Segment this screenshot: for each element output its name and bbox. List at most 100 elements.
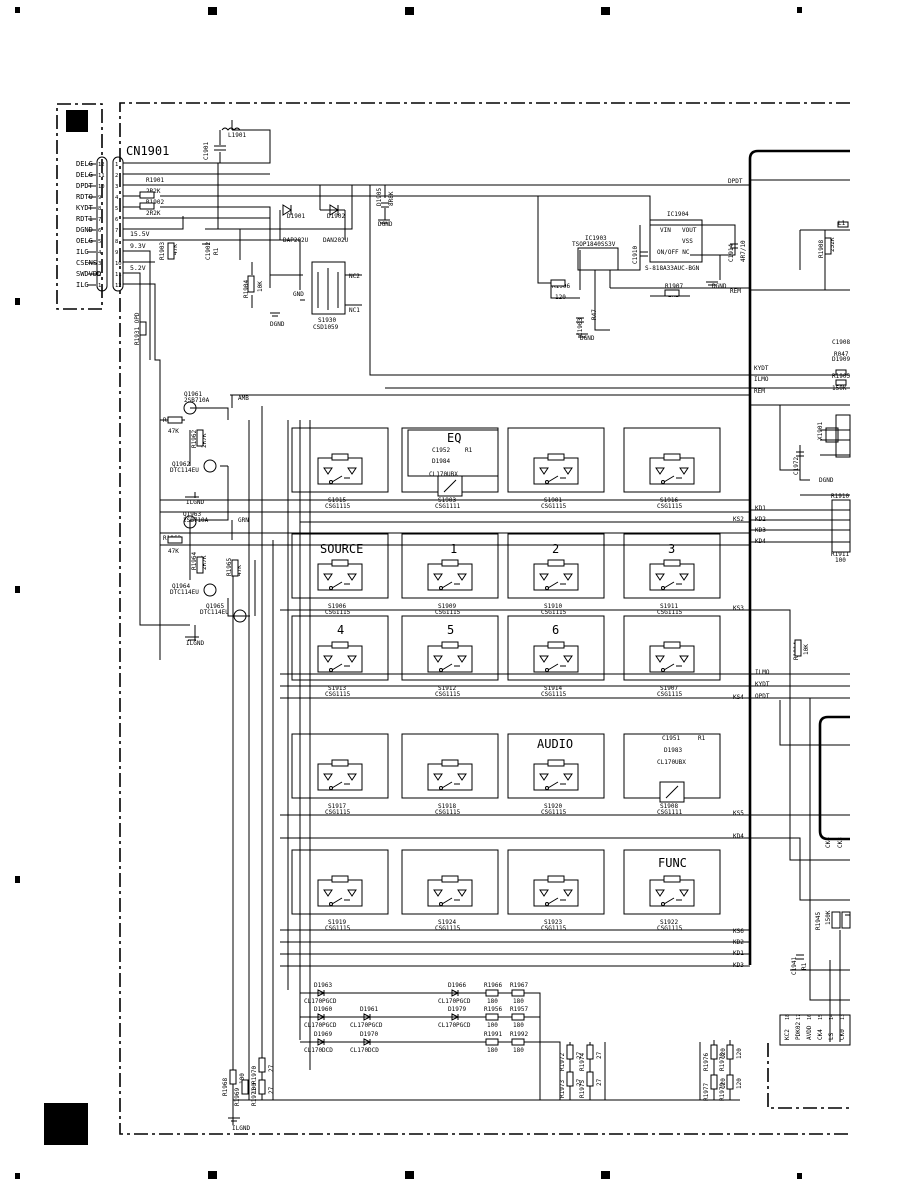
svg-text:120: 120 [736,1078,743,1089]
svg-text:KS4: KS4 [733,694,744,701]
svg-text:DTC114EU: DTC114EU [170,589,199,596]
svg-text:R1904: R1904 [243,280,250,298]
svg-text:CK3: CK3 [837,837,844,848]
connector-pin-number: 3 [98,261,101,267]
svg-text:D1966: D1966 [448,982,466,989]
svg-text:DTC114EU: DTC114EU [200,609,229,616]
svg-text:120: 120 [720,1048,727,1059]
svg-text:2R7K: 2R7K [201,433,208,448]
switch-ref: S1903 [438,497,456,504]
svg-text:CL170UBX: CL170UBX [429,471,458,478]
switch-ref: S1912 [438,685,456,692]
connector-pin-name: KYDT [76,204,94,212]
svg-text:REM: REM [754,388,765,395]
ic-pin-number: 13 [840,1014,846,1020]
svg-text:150K: 150K [832,385,847,392]
connector-pin-number: 1 [115,162,118,168]
switch-ref: S1915 [328,497,346,504]
svg-text:R1907: R1907 [665,283,683,290]
svg-text:R1970: R1970 [251,1066,258,1084]
connector-pin-number: 10 [98,184,105,190]
display-outline [818,715,850,841]
switch-part: CSG1115 [435,925,461,932]
svg-text:KD1: KD1 [733,950,744,957]
svg-text:ILGND: ILGND [186,499,204,506]
svg-text:D1983: D1983 [664,747,682,754]
svg-text:180: 180 [513,1022,524,1029]
svg-text:R1962: R1962 [191,430,198,448]
key-label-5: 5 [447,623,454,637]
component-symbols [139,127,832,1122]
svg-text:180: 180 [513,998,524,1005]
svg-text:8R8K: 8R8K [388,191,395,206]
resistor-r1970: R1970 27 [251,1057,275,1084]
svg-text:KS5: KS5 [733,810,744,817]
svg-text:27: 27 [268,1064,275,1072]
wiring [123,120,850,1125]
ic-pin-label: KC2 [784,1029,791,1040]
svg-text:R1931 OPD: R1931 OPD [134,312,141,345]
svg-text:DAN202U: DAN202U [323,237,349,244]
svg-text:C1952: C1952 [432,447,450,454]
resistor-r1976: R1976 120 [703,1044,727,1071]
connector-pin-number: 12 [98,162,105,168]
svg-text:X1901: X1901 [817,422,824,440]
svg-text:D1901: D1901 [287,213,305,220]
svg-text:180: 180 [487,998,498,1005]
key-label-source: SOURCE [320,542,363,556]
switch-part: CSG1115 [541,609,567,616]
svg-text:R1975: R1975 [579,1080,586,1098]
svg-text:KS6: KS6 [733,928,744,935]
voltage-label: 9.3V [130,242,146,250]
key-label-3: 3 [668,542,675,556]
svg-text:R1903: R1903 [159,242,166,260]
svg-text:R1: R1 [698,735,706,742]
svg-text:R1976: R1976 [703,1053,710,1071]
svg-text:CL170PGCD: CL170PGCD [438,1022,471,1029]
lcd-driver-outline [748,149,850,965]
svg-text:R1957: R1957 [510,1006,528,1013]
ic-pin-label: CK0 [839,1029,846,1040]
ic-pin-number: 14 [829,1014,835,1020]
switch-part: CSG1115 [325,691,351,698]
svg-text:R1: R1 [213,247,220,255]
svg-text:R1905: R1905 [832,373,850,380]
svg-text:120: 120 [555,294,566,301]
key-label-1: 1 [450,542,457,556]
ic-pin-number: 16 [807,1014,813,1020]
board-outline [56,102,850,1135]
svg-text:R1967: R1967 [510,982,528,989]
connector-pin-number: 5 [98,239,101,245]
svg-text:S-818A33AUC-BGN: S-818A33AUC-BGN [645,265,700,272]
indicator-leds: D1963CL170PGCDD1966CL170PGCDD1960CL170PG… [304,982,528,1054]
svg-text:Q1964: Q1964 [172,583,190,590]
switch-ref: S1909 [438,603,456,610]
svg-text:KS3: KS3 [733,605,744,612]
svg-text:D1969: D1969 [314,1031,332,1038]
svg-text:100: 100 [487,1022,498,1029]
svg-text:C1941: C1941 [791,957,798,975]
svg-text:CK4: CK4 [825,837,832,848]
svg-text:D1961: D1961 [360,1006,378,1013]
svg-text:CL170UBX: CL170UBX [657,759,686,766]
svg-text:DTC114EU: DTC114EU [170,467,199,474]
svg-text:D1963: D1963 [314,982,332,989]
section-marker-block [66,110,88,132]
svg-text:C1908: C1908 [832,339,850,346]
